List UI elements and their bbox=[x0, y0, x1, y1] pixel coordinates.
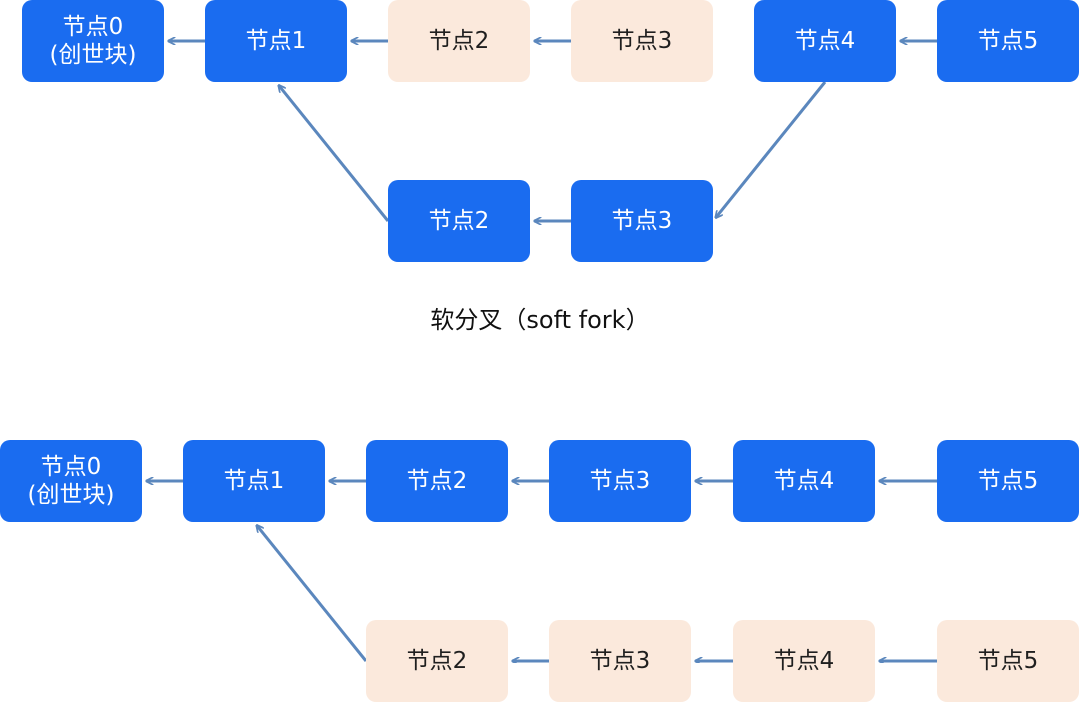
edge-tb2-to-t1 bbox=[279, 85, 390, 222]
block-node-b5: 节点5 bbox=[937, 440, 1079, 522]
edge-t4-to-tb3 bbox=[716, 81, 827, 218]
edge-bb2-to-b1 bbox=[257, 525, 368, 662]
block-node-label: 节点1 bbox=[223, 468, 285, 494]
block-node-t4: 节点4 bbox=[754, 0, 896, 82]
block-node-label: 节点0 bbox=[40, 454, 102, 480]
block-node-label: 节点2 bbox=[428, 28, 490, 54]
block-node-label: 节点3 bbox=[589, 468, 651, 494]
block-node-label: 节点0 bbox=[62, 14, 124, 40]
block-node-label: 节点5 bbox=[977, 468, 1039, 494]
block-node-b0: 节点0(创世块) bbox=[0, 440, 142, 522]
block-node-label: 节点3 bbox=[611, 28, 673, 54]
block-node-label: 节点3 bbox=[589, 648, 651, 674]
block-node-t0: 节点0(创世块) bbox=[22, 0, 164, 82]
block-node-label: 节点2 bbox=[428, 208, 490, 234]
block-node-t5: 节点5 bbox=[937, 0, 1079, 82]
block-node-tb2: 节点2 bbox=[388, 180, 530, 262]
block-node-label: 节点1 bbox=[245, 28, 307, 54]
block-node-label: 节点3 bbox=[611, 208, 673, 234]
block-node-label: 节点2 bbox=[406, 468, 468, 494]
block-node-t1: 节点1 bbox=[205, 0, 347, 82]
block-node-b4: 节点4 bbox=[733, 440, 875, 522]
block-node-label: 节点2 bbox=[406, 648, 468, 674]
block-node-label: 节点4 bbox=[773, 468, 835, 494]
block-node-label: 节点4 bbox=[794, 28, 856, 54]
caption-soft-fork: 软分叉（soft fork） bbox=[430, 306, 650, 334]
block-node-t3: 节点3 bbox=[571, 0, 713, 82]
block-node-t2: 节点2 bbox=[388, 0, 530, 82]
block-node-bb3: 节点3 bbox=[549, 620, 691, 702]
block-node-b1: 节点1 bbox=[183, 440, 325, 522]
block-node-bb5: 节点5 bbox=[937, 620, 1079, 702]
block-node-label: 节点5 bbox=[977, 648, 1039, 674]
block-node-b2: 节点2 bbox=[366, 440, 508, 522]
block-node-b3: 节点3 bbox=[549, 440, 691, 522]
block-node-label: 节点4 bbox=[773, 648, 835, 674]
block-node-sublabel: (创世块) bbox=[27, 482, 115, 508]
block-node-bb2: 节点2 bbox=[366, 620, 508, 702]
block-node-label: 节点5 bbox=[977, 28, 1039, 54]
edge-layer bbox=[0, 0, 937, 663]
block-node-tb3: 节点3 bbox=[571, 180, 713, 262]
block-node-bb4: 节点4 bbox=[733, 620, 875, 702]
block-node-sublabel: (创世块) bbox=[49, 42, 137, 68]
